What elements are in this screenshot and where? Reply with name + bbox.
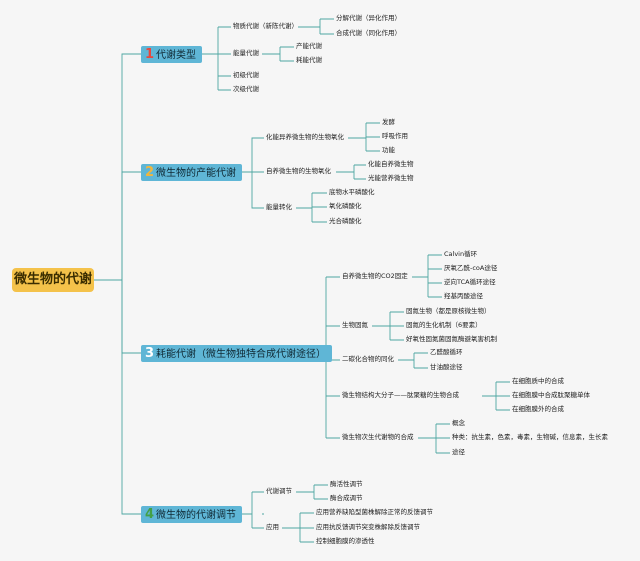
root-node[interactable]: 微生物的代谢: [12, 268, 94, 292]
node-label[interactable]: 生物固氮: [342, 321, 368, 329]
edge-b1-c1: [298, 18, 334, 35]
edge-b3-c5: [418, 423, 450, 454]
branch-number: 2: [145, 165, 155, 180]
edge-b2-c2: [336, 164, 366, 180]
node-label[interactable]: 在细胞膜中合成肽聚糖单体: [512, 391, 590, 399]
edge-b1-children: [202, 26, 231, 91]
node-label[interactable]: 氧化磷酸化: [329, 202, 362, 210]
node-label[interactable]: 应用抗反馈调节突变株解除反馈调节: [316, 523, 420, 531]
edge-b1-c2: [262, 46, 294, 62]
node-label[interactable]: 发酵: [382, 118, 395, 126]
edge-b3-c3: [398, 352, 428, 369]
edge-b3-c4: [482, 381, 510, 411]
edge-b2-c3: [296, 192, 327, 223]
node-label[interactable]: 应用营养缺陷型菌株解除正常的反馈调节: [316, 508, 433, 516]
edge-b3-c1: [412, 254, 442, 298]
node-label[interactable]: 微生物结构大分子——肽聚糖的生物合成: [342, 391, 459, 399]
node-label[interactable]: 好氧性固氮菌固氮酶避氧害机制: [406, 335, 497, 343]
node-label[interactable]: 光能营养微生物: [368, 174, 414, 182]
node-label[interactable]: 二碳化合物的同化: [342, 355, 394, 363]
node-label[interactable]: 物质代谢（新陈代谢）: [233, 22, 298, 30]
edge-b4-c2: [282, 512, 314, 543]
node-label[interactable]: 在细胞膜外的合成: [512, 405, 564, 413]
node-label[interactable]: 底物水平磷酸化: [329, 188, 375, 196]
node-label[interactable]: 光合磷酸化: [329, 217, 362, 225]
node-label[interactable]: 耗能代谢: [296, 56, 322, 64]
node-label[interactable]: 酶活性调节: [330, 480, 363, 488]
node-label[interactable]: 微生物次生代谢物的合成: [342, 433, 414, 441]
node-label[interactable]: 化能自养微生物: [368, 160, 414, 168]
node-label[interactable]: 代谢调节: [266, 487, 292, 495]
edge-b4-c1: [296, 484, 328, 500]
node-label[interactable]: 自养微生物的生物氧化: [266, 167, 331, 175]
node-label[interactable]: 能量转化: [266, 203, 292, 211]
branch-label: 微生物的产能代谢: [156, 168, 237, 179]
node-label[interactable]: 厌氧乙酰-coA途径: [444, 264, 498, 272]
node-label[interactable]: Calvin循环: [444, 250, 478, 258]
node-label[interactable]: 能量代谢: [233, 49, 259, 57]
node-label[interactable]: 次级代谢: [233, 85, 259, 93]
node-label[interactable]: 自养微生物的CO2固定: [342, 272, 408, 280]
node-label[interactable]: 固氮生物（都是原核微生物）: [406, 307, 491, 315]
node-label[interactable]: 呼吸作用: [382, 132, 408, 140]
node-label[interactable]: 控制细胞膜的渗透性: [316, 537, 375, 545]
branch-number: 3: [145, 346, 155, 361]
node-label[interactable]: 固氮的生化机制（6要素）: [406, 321, 482, 329]
node-label[interactable]: 途径: [452, 448, 465, 456]
node-label[interactable]: 化能异养微生物的生物氧化: [266, 133, 344, 141]
node-label[interactable]: 产能代谢: [296, 42, 322, 50]
edge-b3-c2: [372, 311, 404, 341]
node-label[interactable]: 功能: [382, 146, 395, 154]
node-label[interactable]: 酶合成调节: [330, 494, 363, 502]
node-label[interactable]: 逆向TCA循环途径: [444, 278, 496, 286]
branch-label: 代谢类型: [156, 50, 197, 61]
edge-root-b3: [121, 280, 141, 354]
edge-root-b2: [121, 171, 141, 280]
node-label[interactable]: 合成代谢（同化作用）: [336, 29, 401, 37]
branch-number: 4: [145, 507, 155, 522]
node-label[interactable]: 分解代谢（异化作用）: [336, 14, 401, 22]
node-label[interactable]: 羟基丙酸途径: [444, 292, 483, 300]
node-label[interactable]: 乙醛酸循环: [430, 348, 463, 356]
edge-b4-children: [236, 491, 264, 529]
edge-root-b4: [121, 280, 141, 515]
node-label[interactable]: 种类：抗生素，色素，毒素，生物碱，信息素，生长素: [452, 433, 608, 441]
edge-b2-c1: [348, 122, 380, 152]
node-label[interactable]: 甘油酸途径: [430, 363, 463, 371]
branch-number: 1: [145, 47, 155, 62]
branch-label: 耗能代谢（微生物独特合成代谢途径）: [156, 349, 327, 360]
branch-label: 微生物的代谢调节: [156, 510, 237, 521]
node-label[interactable]: 初级代谢: [233, 71, 259, 79]
node-label[interactable]: 在细胞质中的合成: [512, 377, 564, 385]
node-label[interactable]: 概念: [452, 419, 465, 427]
node-label[interactable]: 应用: [266, 523, 279, 531]
edge-root-b1: [94, 53, 141, 281]
edge-b2-children: [236, 137, 264, 209]
